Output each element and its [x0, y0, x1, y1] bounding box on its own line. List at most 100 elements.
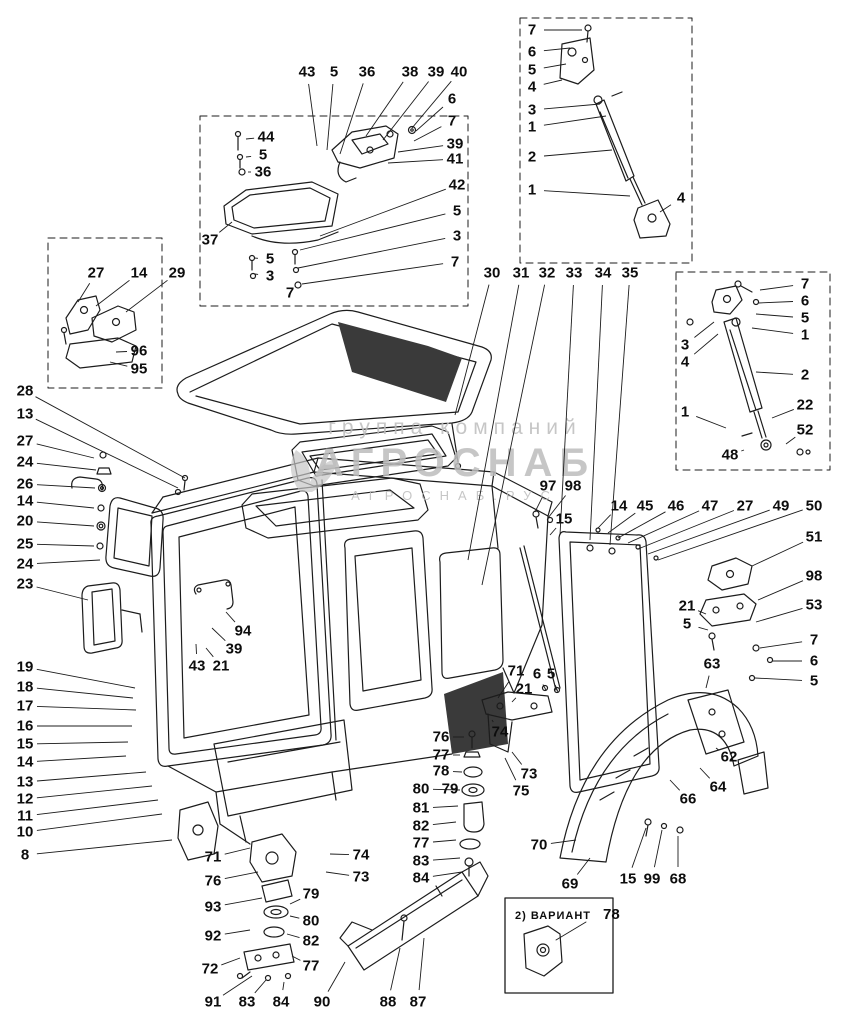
callout-5: 5: [329, 63, 339, 81]
callout-50: 50: [805, 497, 823, 515]
callout-94: 94: [234, 622, 252, 640]
callout-91: 91: [204, 993, 222, 1011]
callout-6: 6: [532, 665, 542, 683]
callout-62: 62: [720, 748, 738, 766]
callout-5: 5: [800, 309, 810, 327]
callout-1: 1: [527, 181, 537, 199]
callout-66: 66: [679, 790, 697, 808]
callout-14: 14: [16, 753, 34, 771]
variant-text: 2) ВАРИАНТ: [515, 910, 592, 922]
callout-80: 80: [302, 912, 320, 930]
callout-11: 11: [17, 807, 33, 825]
callout-4: 4: [680, 353, 690, 371]
callout-72: 72: [201, 960, 219, 978]
callout-7: 7: [285, 284, 295, 302]
callout-29: 29: [168, 264, 186, 282]
callout-15: 15: [619, 870, 637, 888]
callout-21: 21: [678, 597, 696, 615]
callout-24: 24: [16, 555, 34, 573]
callout-31: 31: [512, 264, 530, 282]
callout-92: 92: [204, 927, 222, 945]
callout-83: 83: [238, 993, 256, 1011]
callout-46: 46: [667, 497, 685, 515]
callout-48: 48: [721, 446, 739, 464]
callout-5: 5: [265, 250, 275, 268]
callout-19: 19: [16, 658, 34, 676]
callout-21: 21: [212, 657, 230, 675]
callout-6: 6: [447, 90, 457, 108]
callout-45: 45: [636, 497, 654, 515]
callout-6: 6: [527, 43, 537, 61]
callout-6: 6: [800, 292, 810, 310]
callout-1: 1: [800, 326, 810, 344]
callout-71: 71: [507, 662, 525, 680]
callout-81: 81: [412, 799, 430, 817]
callout-42: 42: [448, 176, 466, 194]
callout-98: 98: [805, 567, 823, 585]
callout-76: 76: [204, 872, 222, 890]
callout-73: 73: [520, 765, 538, 783]
callout-51: 51: [805, 528, 823, 546]
callout-22: 22: [796, 396, 814, 414]
callout-1: 1: [680, 403, 690, 421]
callout-63: 63: [703, 655, 721, 673]
callout-33: 33: [565, 264, 583, 282]
callout-30: 30: [483, 264, 501, 282]
callout-2: 2: [800, 366, 810, 384]
callout-14: 14: [130, 264, 148, 282]
callout-98: 98: [564, 477, 582, 495]
callout-36: 36: [254, 163, 272, 181]
callout-3: 3: [452, 227, 462, 245]
callout-1: 1: [527, 118, 537, 136]
callout-87: 87: [409, 993, 427, 1011]
callout-41: 41: [446, 150, 464, 168]
callout-74: 74: [491, 723, 509, 741]
callout-99: 99: [643, 870, 661, 888]
callout-8: 8: [20, 846, 30, 864]
callout-7: 7: [447, 112, 457, 130]
callout-77: 77: [412, 834, 430, 852]
callout-36: 36: [358, 63, 376, 81]
callout-95: 95: [130, 360, 148, 378]
callout-37: 37: [201, 231, 219, 249]
callout-5: 5: [527, 61, 537, 79]
callout-38: 38: [401, 63, 419, 81]
callout-53: 53: [805, 596, 823, 614]
callout-15: 15: [16, 735, 34, 753]
callout-84: 84: [412, 869, 430, 887]
callout-43: 43: [298, 63, 316, 81]
callout-18: 18: [16, 678, 34, 696]
callout-43: 43: [188, 657, 206, 675]
callout-75: 75: [512, 782, 530, 800]
callout-27: 27: [736, 497, 754, 515]
callout-39: 39: [225, 640, 243, 658]
callout-97: 97: [539, 477, 557, 495]
callout-79: 79: [441, 780, 459, 798]
variant-box-label: 2) ВАРИАНТ 78: [515, 906, 620, 923]
callout-35: 35: [621, 264, 639, 282]
callout-73: 73: [352, 868, 370, 886]
callout-70: 70: [530, 836, 548, 854]
callout-14: 14: [610, 497, 628, 515]
callout-93: 93: [204, 898, 222, 916]
callout-13: 13: [16, 773, 34, 791]
callout-68: 68: [669, 870, 687, 888]
callout-7: 7: [809, 631, 819, 649]
callout-28: 28: [16, 382, 34, 400]
callout-49: 49: [772, 497, 790, 515]
callout-77: 77: [432, 746, 450, 764]
callout-13: 13: [16, 405, 34, 423]
callout-23: 23: [16, 575, 34, 593]
callout-90: 90: [313, 993, 331, 1011]
callout-24: 24: [16, 453, 34, 471]
callout-2: 2: [527, 148, 537, 166]
callout-17: 17: [16, 697, 34, 715]
callout-84: 84: [272, 993, 290, 1011]
callout-5: 5: [258, 146, 268, 164]
callout-71: 71: [204, 848, 222, 866]
callout-77: 77: [302, 957, 320, 975]
variant-number: 78: [603, 906, 620, 923]
callout-96: 96: [130, 342, 148, 360]
